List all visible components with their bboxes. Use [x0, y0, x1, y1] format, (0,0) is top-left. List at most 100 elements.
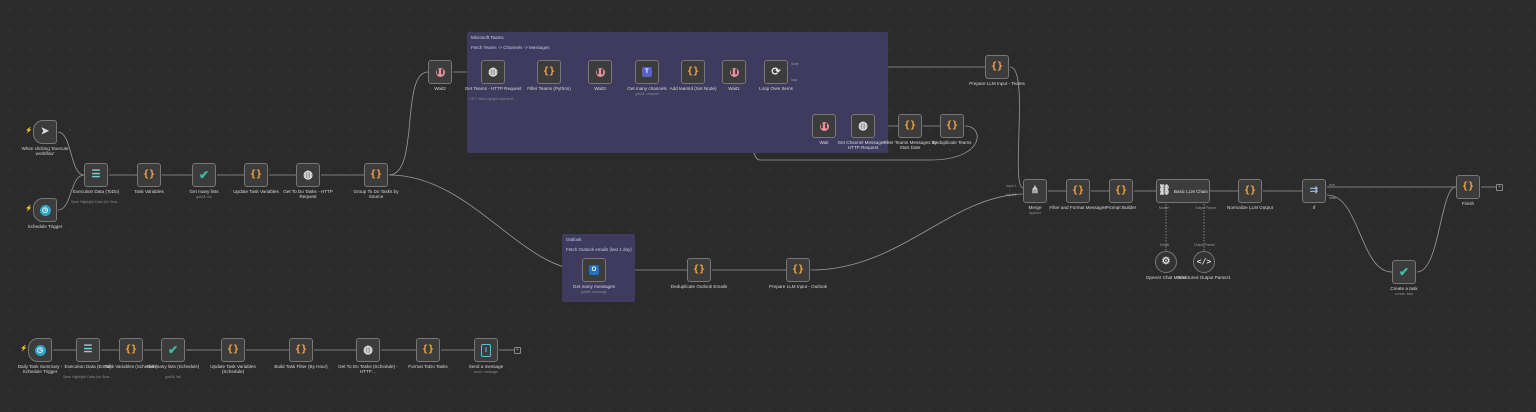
node-add-teamid[interactable]: {} [681, 60, 705, 84]
sticky-text: Fetch Teams -> Channels -> Messages [471, 45, 550, 50]
node-structured-output-parser[interactable]: </> [1193, 251, 1215, 273]
teams-icon: T [642, 67, 652, 77]
node-prepare-llm-teams[interactable]: {} [985, 55, 1009, 79]
node-label: Execution Data (Email) [64, 364, 112, 369]
add-node-button[interactable]: + [514, 347, 521, 354]
bracket-icon: </> [1196, 257, 1212, 266]
node-label: If [1312, 205, 1316, 210]
node-update-task-variables-schedule[interactable]: {} [221, 338, 245, 362]
node-finish[interactable]: {} [1456, 175, 1480, 199]
list-icon: ☰ [91, 169, 101, 180]
code-icon: {} [226, 344, 240, 355]
node-deduplicate-teams[interactable]: {} [940, 114, 964, 138]
gear-icon: ⚙ [1161, 256, 1171, 267]
code-icon: {} [142, 169, 156, 180]
node-label: Send a message [468, 364, 504, 369]
node-label: Update Task Variables [233, 189, 279, 194]
node-deduplicate-outlook[interactable]: {} [687, 258, 711, 282]
check-icon: ✔ [167, 343, 179, 357]
outlook-icon: O [589, 265, 599, 275]
node-filter-teams-messages[interactable]: {} [898, 114, 922, 138]
code-icon: {} [692, 264, 706, 275]
node-subtitle: append [1029, 211, 1041, 216]
code-icon: {} [542, 66, 556, 77]
code-icon: {} [1114, 185, 1128, 196]
node-filter-format-messages[interactable]: {} [1066, 179, 1090, 203]
node-send-a-message[interactable]: ▯ [474, 338, 498, 362]
node-group-todo-tasks[interactable]: {} [364, 163, 388, 187]
node-create-task[interactable]: ✔ [1392, 260, 1416, 284]
node-subtitle: GET: https://graph.microsoft… [468, 97, 518, 102]
node-normalize-llm-output[interactable]: {} [1238, 179, 1262, 203]
node-get-todo-tasks-http[interactable]: ◍ [296, 163, 320, 187]
node-label: Get To Do Tasks (Schedule) - HTTP… [338, 364, 398, 375]
code-icon: {} [249, 169, 263, 180]
node-label: Wait1 [728, 86, 740, 91]
node-task-variables-schedule[interactable]: {} [119, 338, 143, 362]
node-label: Format ToDo Tasks [408, 364, 448, 369]
node-execution-data-email[interactable]: ☰ [76, 338, 100, 362]
node-loop-over-items[interactable]: ⟳ [764, 60, 788, 84]
node-label: Loop Over Items [759, 86, 793, 91]
node-update-task-variables[interactable]: {} [244, 163, 268, 187]
node-label: Deduplicate Outlook Emails [670, 284, 728, 289]
port-label-false: false [1329, 196, 1337, 200]
code-icon: {} [1461, 181, 1475, 192]
node-label: Get many lists (Schedule) [146, 364, 200, 369]
node-wait[interactable]: ❚❚ [812, 114, 836, 138]
node-subtitle: Save Highlight Data (for Sear… [70, 200, 122, 205]
node-daily-task-summary[interactable]: ◷ [28, 338, 52, 362]
port-label-true: true [1329, 183, 1335, 187]
node-wait2[interactable]: ❚❚ [428, 60, 452, 84]
port-label-input2: Input 2 [1006, 193, 1017, 197]
node-subtitle: create: task [1394, 292, 1414, 297]
add-node-button[interactable]: + [1496, 184, 1503, 191]
node-build-task-filter[interactable]: {} [289, 338, 313, 362]
node-task-variables[interactable]: {} [137, 163, 161, 187]
node-get-channel-messages[interactable]: ◍ [851, 114, 875, 138]
node-execution-data-todo[interactable]: ☰ [84, 163, 108, 187]
node-label: Normalize LLM Output [1227, 205, 1273, 210]
node-openai-chat-model[interactable]: ⚙ [1155, 251, 1177, 273]
node-label: Create a task [1390, 286, 1418, 291]
node-wait3[interactable]: ❚❚ [588, 60, 612, 84]
node-prepare-llm-outlook[interactable]: {} [786, 258, 810, 282]
sticky-text: Fetch Outlook emails (last 1 day) [566, 247, 632, 252]
sticky-title: Microsoft Teams [471, 35, 504, 40]
node-get-teams-http[interactable]: ◍ [481, 60, 505, 84]
list-icon: ☰ [83, 344, 93, 355]
port-label-loop: loop [791, 78, 798, 82]
code-icon: {} [1243, 185, 1257, 196]
node-filter-teams-python[interactable]: {} [537, 60, 561, 84]
node-basic-llm-chain[interactable]: ⛓Basic LLM Chain [1156, 179, 1210, 203]
port-label-input1: Input 1 [1006, 184, 1017, 188]
trigger-bolt-icon: ⚡ [20, 346, 28, 352]
node-label: Update Task Variables (Schedule) [210, 364, 256, 375]
node-label: Add teamId (Set Node) [669, 86, 717, 91]
node-get-many-lists-schedule[interactable]: ✔ [161, 338, 185, 362]
node-manual-trigger[interactable]: ➤ [33, 120, 57, 144]
node-label: Get many messages [572, 284, 616, 289]
node-subtitle: getAll: list [196, 195, 212, 200]
node-get-many-channels[interactable]: T [635, 60, 659, 84]
node-label: Group To Do Tasks by Source [353, 189, 399, 200]
node-merge[interactable]: ⋔ [1023, 179, 1047, 203]
node-prompt-builder[interactable]: {} [1109, 179, 1133, 203]
node-get-many-messages[interactable]: O [582, 258, 606, 282]
node-if[interactable]: ⇉ [1302, 179, 1326, 203]
node-subtitle: getAll: channel [635, 92, 659, 97]
node-label: Task Variables (Schedule) [104, 364, 158, 369]
node-format-todo-tasks[interactable]: {} [416, 338, 440, 362]
node-wait1[interactable]: ❚❚ [722, 60, 746, 84]
node-label: Basic LLM Chain [1173, 188, 1208, 194]
check-icon: ✔ [1398, 265, 1410, 279]
node-get-many-lists[interactable]: ✔ [192, 163, 216, 187]
node-label: Schedule Trigger [27, 224, 63, 229]
node-schedule-trigger[interactable]: ◷ [33, 198, 57, 222]
code-icon: {} [990, 61, 1004, 72]
node-get-todo-tasks-schedule[interactable]: ◍ [356, 338, 380, 362]
check-icon: ✔ [198, 168, 210, 182]
node-label: Finish [1461, 201, 1475, 206]
node-label: Build Task Filter (By Hour) [274, 364, 328, 369]
